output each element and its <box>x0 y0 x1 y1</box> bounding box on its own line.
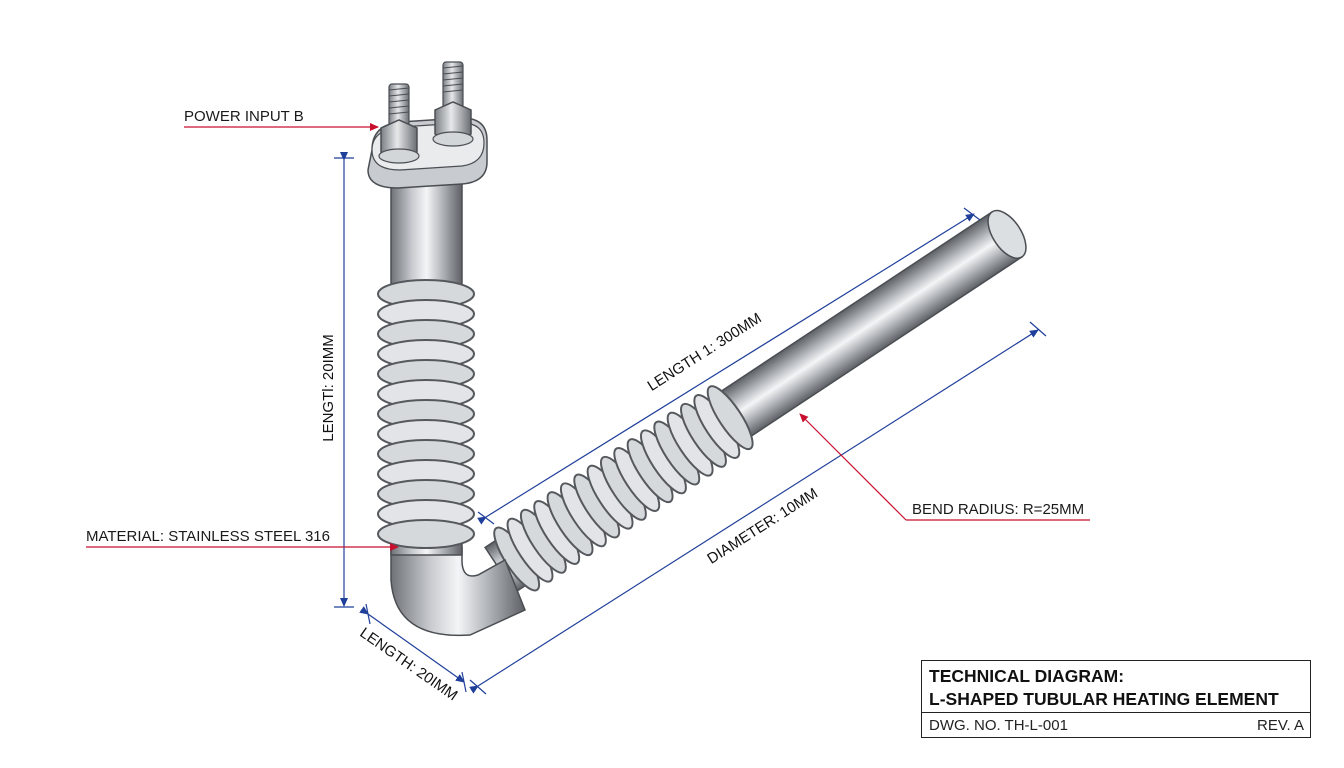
title-line-2: L-SHAPED TUBULAR HEATING ELEMENT <box>929 689 1279 709</box>
power-input-label: POWER INPUT B <box>184 108 304 125</box>
bottom-length-text: LENGTH: 20IMM <box>357 624 461 704</box>
title-block-footer: DWG. NO. TH-L-001 REV. A <box>922 713 1310 737</box>
elbow-bend <box>390 547 526 637</box>
dimension-lines <box>334 152 1047 695</box>
material-label: MATERIAL: STAINLESS STEEL 316 <box>86 528 330 545</box>
leader-lines <box>86 123 1090 551</box>
vertical-coil <box>377 279 475 549</box>
nut-right-icon <box>434 101 472 143</box>
drawing-number: DWG. NO. TH-L-001 <box>929 716 1068 734</box>
title-line-1: TECHNICAL DIAGRAM: <box>929 666 1125 686</box>
diameter-text: DIAMETER: 10MM <box>704 485 821 568</box>
terminal-stud-right <box>432 61 474 147</box>
title-block: TECHNICAL DIAGRAM: L-SHAPED TUBULAR HEAT… <box>921 660 1311 738</box>
vertical-length-text: LENGTl: 20IMM <box>320 334 337 442</box>
terminal-stud-left <box>378 83 420 164</box>
revision: REV. A <box>1257 716 1304 734</box>
diagonal-tube <box>484 209 1027 594</box>
vertical-tube <box>377 174 475 556</box>
bend-radius-label: BEND RADIUS: R=25MM <box>912 501 1084 518</box>
title-block-heading: TECHNICAL DIAGRAM: L-SHAPED TUBULAR HEAT… <box>922 661 1310 713</box>
